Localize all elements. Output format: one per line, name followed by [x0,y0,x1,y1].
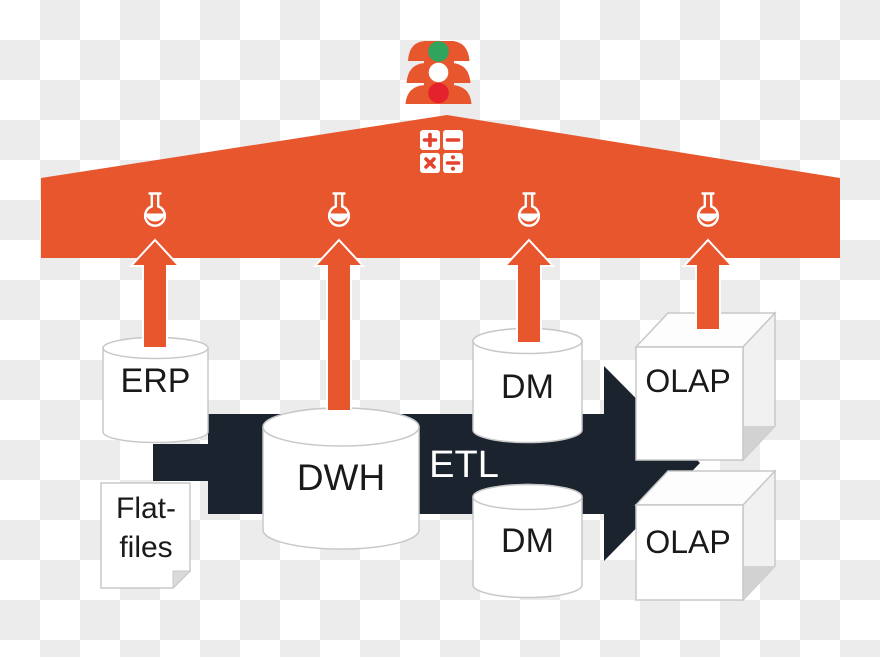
etl-flow-arrow [153,366,700,561]
up-arrow-icon-erp [128,238,182,349]
divide-icon-dot-top [450,155,456,160]
olap-lower-cube-shade [743,566,775,600]
traffic-light-white-lamp [428,62,449,83]
olap-lower-cube [634,469,777,602]
dwh-cylinder [262,407,420,550]
plus-icon [422,132,438,148]
dm-lower-label: DM [501,522,554,560]
traffic-light-red-lamp [428,82,449,104]
dm-upper-label: DM [501,368,554,406]
olap-lower-cube-front [635,504,744,601]
olap-lower-label: OLAP [645,524,730,560]
olap-upper-cube [634,311,777,462]
flask-icon-1 [143,192,167,227]
flatfiles-note [100,482,192,590]
dm-lower-cylinder [472,483,583,599]
flatfiles-label-line1: Flat- [116,492,176,525]
up-arrow-icon-dwh [312,238,366,412]
olap-upper-label: OLAP [645,363,730,399]
times-icon [424,157,436,169]
bi-roof-bar [41,115,840,258]
erp-label: ERP [121,362,191,400]
traffic-light-green-lamp [428,41,449,62]
up-arrow-icon-dm [502,238,556,344]
dwh-label: DWH [297,457,385,498]
up-arrow-icon-olap [681,238,735,331]
dm-lower-cylinder-rim [472,483,583,511]
flask-icon-4 [696,192,720,227]
divide-icon-dot-bottom [450,166,456,171]
flatfiles-note-fold [172,570,192,590]
calculator-math-icon [420,130,463,173]
dwh-cylinder-rim [262,407,420,447]
flask-icon-3 [517,192,541,227]
etl-label: ETL [429,444,499,486]
traffic-light-icon [405,41,472,104]
flask-icon-2 [327,192,351,227]
olap-upper-cube-front [635,346,744,461]
dm-upper-cylinder [472,327,583,444]
flatfiles-label-line2: files [119,531,172,564]
olap-upper-cube-shade [743,426,775,460]
